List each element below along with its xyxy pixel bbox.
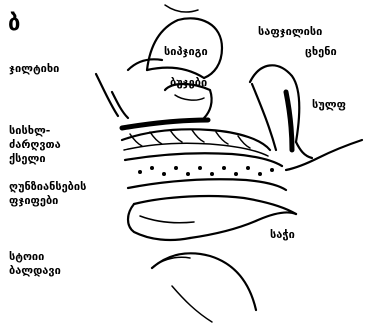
right-structure	[250, 65, 362, 170]
label-left-3a: ღუნზიანსების	[9, 180, 86, 193]
label-right-2: სულფ	[312, 98, 346, 111]
figure-letter: ბ	[8, 11, 20, 36]
label-bottom-left-b: ბალდავი	[9, 264, 61, 277]
label-top-right: საფჯილისი	[258, 25, 322, 38]
top-lobe-shape	[147, 5, 222, 78]
label-left-2b: ძარღვთა	[9, 138, 61, 151]
label-left-2c: ქსელი	[9, 152, 46, 165]
vascular-network-band	[122, 129, 270, 156]
label-bottom-right: საჭი	[270, 228, 295, 241]
label-top-center: სიპჯიგი	[164, 45, 208, 58]
label-bottom-left-a: სტოიი	[9, 250, 44, 263]
gland-layer	[125, 153, 286, 190]
label-left-3b: ფჯიფები	[9, 194, 58, 207]
label-center: ბუჯები	[170, 76, 207, 89]
label-right-1: ცხენი	[305, 45, 337, 58]
label-left-2a: სისხლ-	[9, 124, 50, 137]
label-left-1: ჯილტიხი	[9, 62, 59, 75]
lower-pointed-shape	[152, 253, 256, 322]
